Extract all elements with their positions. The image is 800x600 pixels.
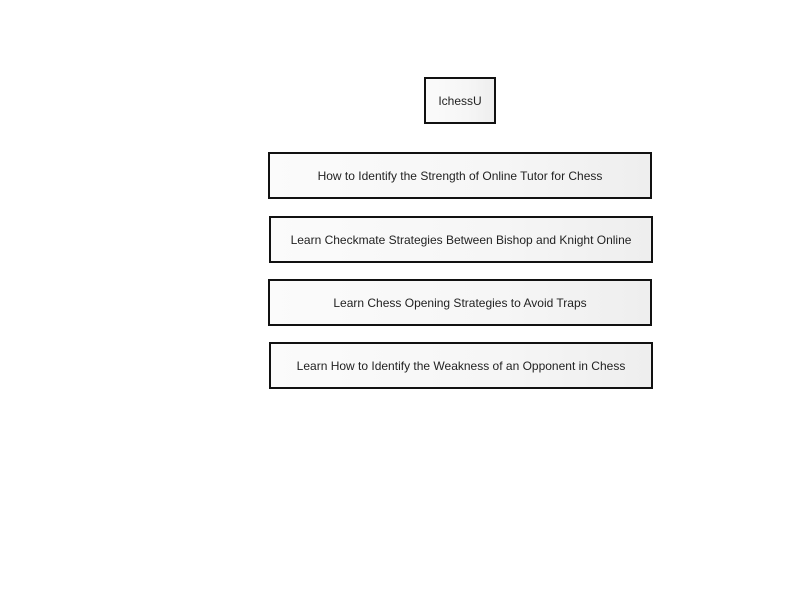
topic-node-checkmate-strategies: Learn Checkmate Strategies Between Bisho… bbox=[269, 216, 653, 263]
topic-node-label: Learn Chess Opening Strategies to Avoid … bbox=[333, 295, 587, 310]
root-node-label: IchessU bbox=[438, 93, 482, 108]
topic-node-online-tutor-strength: How to Identify the Strength of Online T… bbox=[268, 152, 652, 199]
topic-node-label: How to Identify the Strength of Online T… bbox=[317, 168, 603, 183]
topic-node-label: Learn How to Identify the Weakness of an… bbox=[296, 358, 626, 373]
topic-node-label: Learn Checkmate Strategies Between Bisho… bbox=[290, 232, 632, 247]
topic-node-opening-strategies: Learn Chess Opening Strategies to Avoid … bbox=[268, 279, 652, 326]
root-node: IchessU bbox=[424, 77, 496, 124]
topic-node-opponent-weakness: Learn How to Identify the Weakness of an… bbox=[269, 342, 653, 389]
